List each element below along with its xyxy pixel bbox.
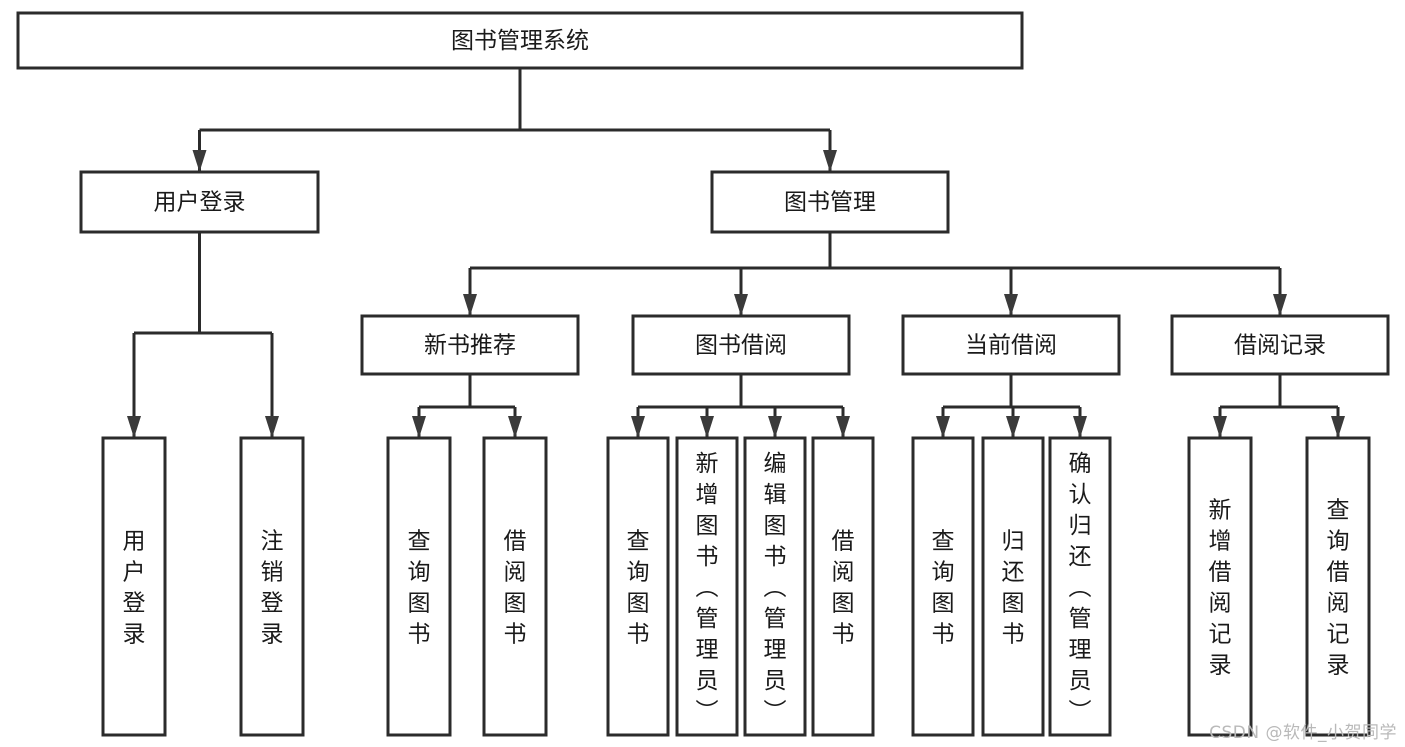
node-label: 新增借阅记录 (1209, 498, 1232, 679)
node-label: 查询图书 (627, 529, 650, 648)
arrow-head-icon (631, 416, 645, 438)
node-user-login[interactable]: 用户登录 (79, 170, 320, 234)
node-root[interactable]: 图书管理系统 (16, 11, 1024, 70)
node-leaf-return-book[interactable]: 归还图书 (981, 436, 1045, 737)
node-box (1170, 314, 1390, 376)
arrow-head-icon (768, 416, 782, 438)
node-leaf-logout-login[interactable]: 注销登录 (239, 436, 305, 737)
arrow-head-icon (700, 416, 714, 438)
node-leaf-borrow-book[interactable]: 借阅图书 (811, 436, 875, 737)
arrow-head-icon (936, 416, 950, 438)
node-label: 用户登录 (123, 529, 146, 648)
node-leaf-query-book-borrow[interactable]: 查询图书 (606, 436, 670, 737)
watermark-text: CSDN @软件_小贺同学 (1209, 723, 1397, 743)
arrow-head-icon (734, 294, 748, 316)
node-leaf-query-book-current[interactable]: 查询图书 (911, 436, 975, 737)
node-label: 用户登录 (154, 190, 246, 216)
node-leaf-confirm-return[interactable]: 确认归还︵管理员︶ (1048, 436, 1112, 737)
node-box (386, 436, 452, 737)
node-box (1187, 436, 1253, 737)
arrow-head-icon (265, 416, 279, 438)
arrow-head-icon (836, 416, 850, 438)
node-leaf-add-book[interactable]: 新增图书︵管理员︶ (675, 436, 739, 737)
arrow-head-icon (1006, 416, 1020, 438)
node-label: 归还图书 (1002, 529, 1025, 648)
arrow-head-icon (1213, 416, 1227, 438)
node-current-borrow[interactable]: 当前借阅 (901, 314, 1121, 376)
node-leaf-query-book-rec[interactable]: 查询图书 (386, 436, 452, 737)
node-label: 借阅记录 (1234, 333, 1326, 359)
node-box (1048, 436, 1112, 737)
arrow-head-icon (1331, 416, 1345, 438)
nodes-layer: 图书管理系统用户登录图书管理新书推荐图书借阅当前借阅借阅记录用户登录注销登录查询… (16, 11, 1390, 737)
arrow-head-icon (463, 294, 477, 316)
node-label: 当前借阅 (965, 333, 1057, 359)
node-label: 图书借阅 (695, 333, 787, 359)
node-label: 借阅图书 (504, 529, 527, 648)
node-leaf-add-record[interactable]: 新增借阅记录 (1187, 436, 1253, 737)
arrow-head-icon (412, 416, 426, 438)
node-box (360, 314, 580, 376)
node-label: 编辑图书︵管理员︶ (764, 451, 787, 725)
node-label: 查询图书 (932, 529, 955, 648)
node-book-manage[interactable]: 图书管理 (710, 170, 950, 234)
node-box (981, 436, 1045, 737)
node-label: 新增图书︵管理员︶ (696, 451, 719, 725)
node-label: 注销登录 (261, 529, 284, 648)
node-box (606, 436, 670, 737)
arrow-head-icon (1004, 294, 1018, 316)
node-label: 确认归还︵管理员︶ (1069, 451, 1092, 725)
node-label: 图书管理 (784, 190, 876, 216)
node-borrow-record[interactable]: 借阅记录 (1170, 314, 1390, 376)
node-box (79, 170, 320, 234)
node-label: 新书推荐 (424, 333, 516, 359)
node-label: 查询图书 (408, 529, 431, 648)
node-box (482, 436, 548, 737)
node-box (901, 314, 1121, 376)
arrow-head-icon (823, 150, 837, 172)
node-label: 图书管理系统 (451, 28, 589, 54)
node-leaf-borrow-book-rec[interactable]: 借阅图书 (482, 436, 548, 737)
node-book-borrow[interactable]: 图书借阅 (631, 314, 851, 376)
node-label: 借阅图书 (832, 529, 855, 648)
node-box (239, 436, 305, 737)
node-label: 查询借阅记录 (1327, 498, 1350, 679)
node-box (911, 436, 975, 737)
arrow-head-icon (1273, 294, 1287, 316)
arrow-head-icon (508, 416, 522, 438)
node-box (16, 11, 1024, 70)
arrow-head-icon (192, 150, 207, 172)
node-box (675, 436, 739, 737)
node-box (710, 170, 950, 234)
edges-layer (127, 68, 1345, 438)
node-box (1305, 436, 1371, 737)
node-leaf-edit-book[interactable]: 编辑图书︵管理员︶ (743, 436, 807, 737)
node-box (101, 436, 167, 737)
node-new-book-rec[interactable]: 新书推荐 (360, 314, 580, 376)
node-box (811, 436, 875, 737)
node-leaf-user-login[interactable]: 用户登录 (101, 436, 167, 737)
arrow-head-icon (127, 416, 141, 438)
node-box (631, 314, 851, 376)
node-leaf-query-record[interactable]: 查询借阅记录 (1305, 436, 1371, 737)
node-box (743, 436, 807, 737)
arrow-head-icon (1073, 416, 1087, 438)
